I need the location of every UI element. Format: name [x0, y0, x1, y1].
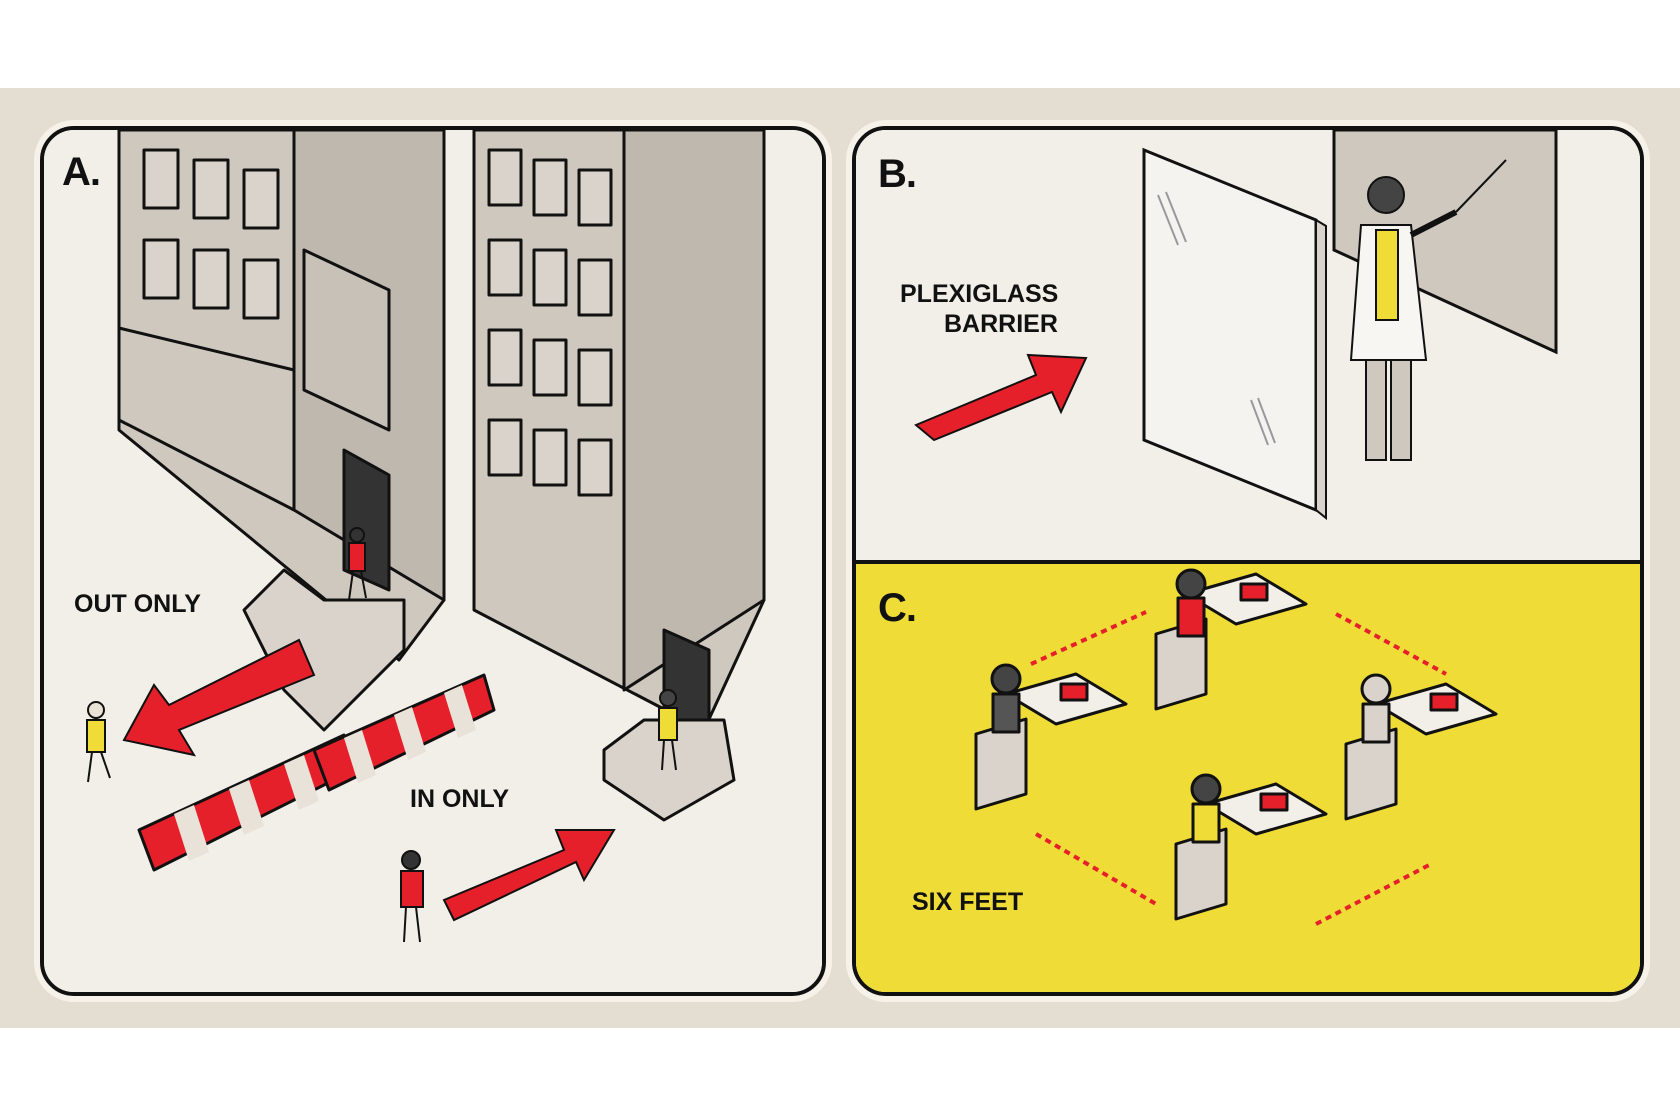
six-feet-illustration [856, 564, 1640, 992]
student-desks [974, 568, 1498, 921]
panel-a-letter: A. [62, 150, 101, 194]
in-arrow [442, 829, 616, 922]
person-walking-away [86, 701, 111, 783]
person-approaching [400, 850, 424, 943]
panel-bc-container: B. PLEXIGLASS BARRIER [852, 126, 1644, 996]
infographic-poster: A. OUT ONLY IN ONLY [0, 88, 1680, 1028]
person-exiting [348, 527, 367, 601]
panel-c-six-feet: C. SIX FEET [856, 560, 1640, 992]
out-only-label: OUT ONLY [74, 590, 201, 618]
panel-c-letter: C. [878, 586, 917, 630]
six-feet-label: SIX FEET [912, 888, 1024, 916]
right-building [472, 130, 766, 822]
out-arrow [122, 638, 316, 757]
plexiglass-label-line1: PLEXIGLASS [900, 280, 1059, 308]
panel-b-plexiglass: B. PLEXIGLASS BARRIER [856, 130, 1640, 560]
panel-b-letter: B. [878, 152, 917, 196]
left-building [117, 130, 446, 732]
person-entering [658, 689, 678, 771]
plexiglass-illustration [856, 130, 1640, 560]
entry-exit-illustration [44, 130, 822, 992]
panel-a-entry-exit: A. OUT ONLY IN ONLY [40, 126, 826, 996]
teacher-figure [1349, 159, 1507, 461]
barriers [137, 673, 496, 872]
distance-arrows [1030, 610, 1447, 926]
barrier-arrow [914, 353, 1088, 442]
in-only-label: IN ONLY [410, 785, 510, 813]
plexiglass-label-line2: BARRIER [944, 310, 1058, 338]
